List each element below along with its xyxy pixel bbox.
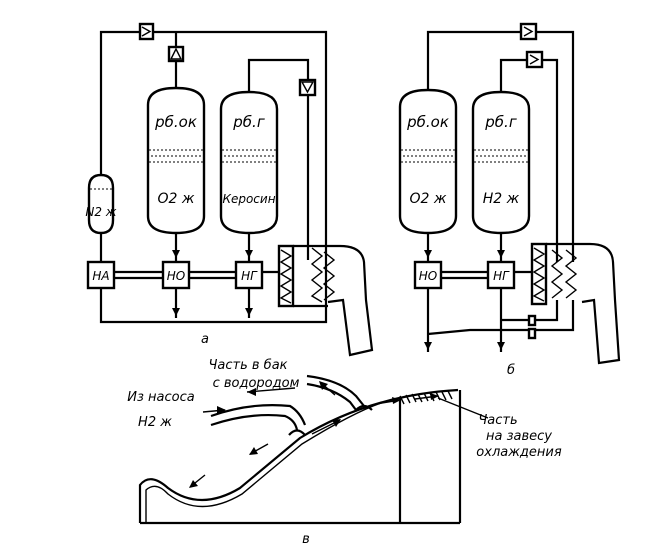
turbine-na-a xyxy=(86,260,116,290)
film-cooling-label-1: Часть xyxy=(478,413,517,428)
nitrogen-tank-label: N2 ж xyxy=(85,205,116,219)
scheme-b: pб.ок O2 ж pб.г H2 ж НО НГ xyxy=(398,22,621,378)
fuel-tank-a xyxy=(219,90,279,235)
valve-icon xyxy=(519,22,538,41)
from-pump-label: Из насоса xyxy=(127,390,194,405)
film-cooling-label-3: охлаждения xyxy=(476,445,562,460)
caption-b: б xyxy=(507,363,515,378)
hydrogen-tank-b xyxy=(471,90,531,235)
valve-icon xyxy=(525,50,544,69)
oxidizer-tank-pressure-label: pб.ок xyxy=(154,113,197,131)
oxidizer-tank-pressure-label-b: pб.ок xyxy=(406,113,449,131)
scheme-c: Часть в бак с водородом Из насоса H2 ж Ч… xyxy=(127,358,562,547)
heat-exchanger-a xyxy=(277,244,374,357)
pressurization-line-b xyxy=(426,30,575,262)
nitrogen-tank xyxy=(87,173,115,235)
nozzle-wall xyxy=(138,388,459,523)
fuel-pump-label-b: НГ xyxy=(493,269,510,283)
to-tank-label-2: с водородом xyxy=(213,376,300,391)
oxidizer-tank-a xyxy=(146,86,206,235)
oxidizer-content-label-b: O2 ж xyxy=(410,191,447,207)
heat-exchanger-b xyxy=(530,242,621,365)
scheme-a: N2 ж pб.ок O2 ж pб.г Керосин НА НО НГ xyxy=(85,22,374,357)
fuel-pump-label: НГ xyxy=(241,269,258,283)
oxidizer-pump-b xyxy=(413,260,443,290)
oxidizer-content-label: O2 ж xyxy=(158,191,195,207)
to-tank-label-1: Часть в бак xyxy=(208,358,287,373)
caption-c: в xyxy=(302,532,310,547)
hydrogen-liquid-label: H2 ж xyxy=(138,415,172,430)
caption-a: а xyxy=(201,332,209,347)
pressurization-line-a xyxy=(99,30,328,300)
fuel-content-label-b: H2 ж xyxy=(483,191,520,207)
oxidizer-pump-label-b: НО xyxy=(419,269,437,283)
fuel-content-label: Керосин xyxy=(222,192,275,206)
unit-na-label: НА xyxy=(92,269,109,283)
valve-arrow-icon xyxy=(141,26,152,37)
oxidizer-tank-b xyxy=(398,88,458,235)
oxidizer-pump-label: НО xyxy=(167,269,185,283)
film-cooling-label-2: на завесу xyxy=(486,429,552,444)
fuel-pressurization-line-a xyxy=(247,58,310,260)
fuel-tank-pressure-label: pб.г xyxy=(232,113,265,131)
fuel-tank-pressure-label-b: pб.г xyxy=(484,113,517,131)
